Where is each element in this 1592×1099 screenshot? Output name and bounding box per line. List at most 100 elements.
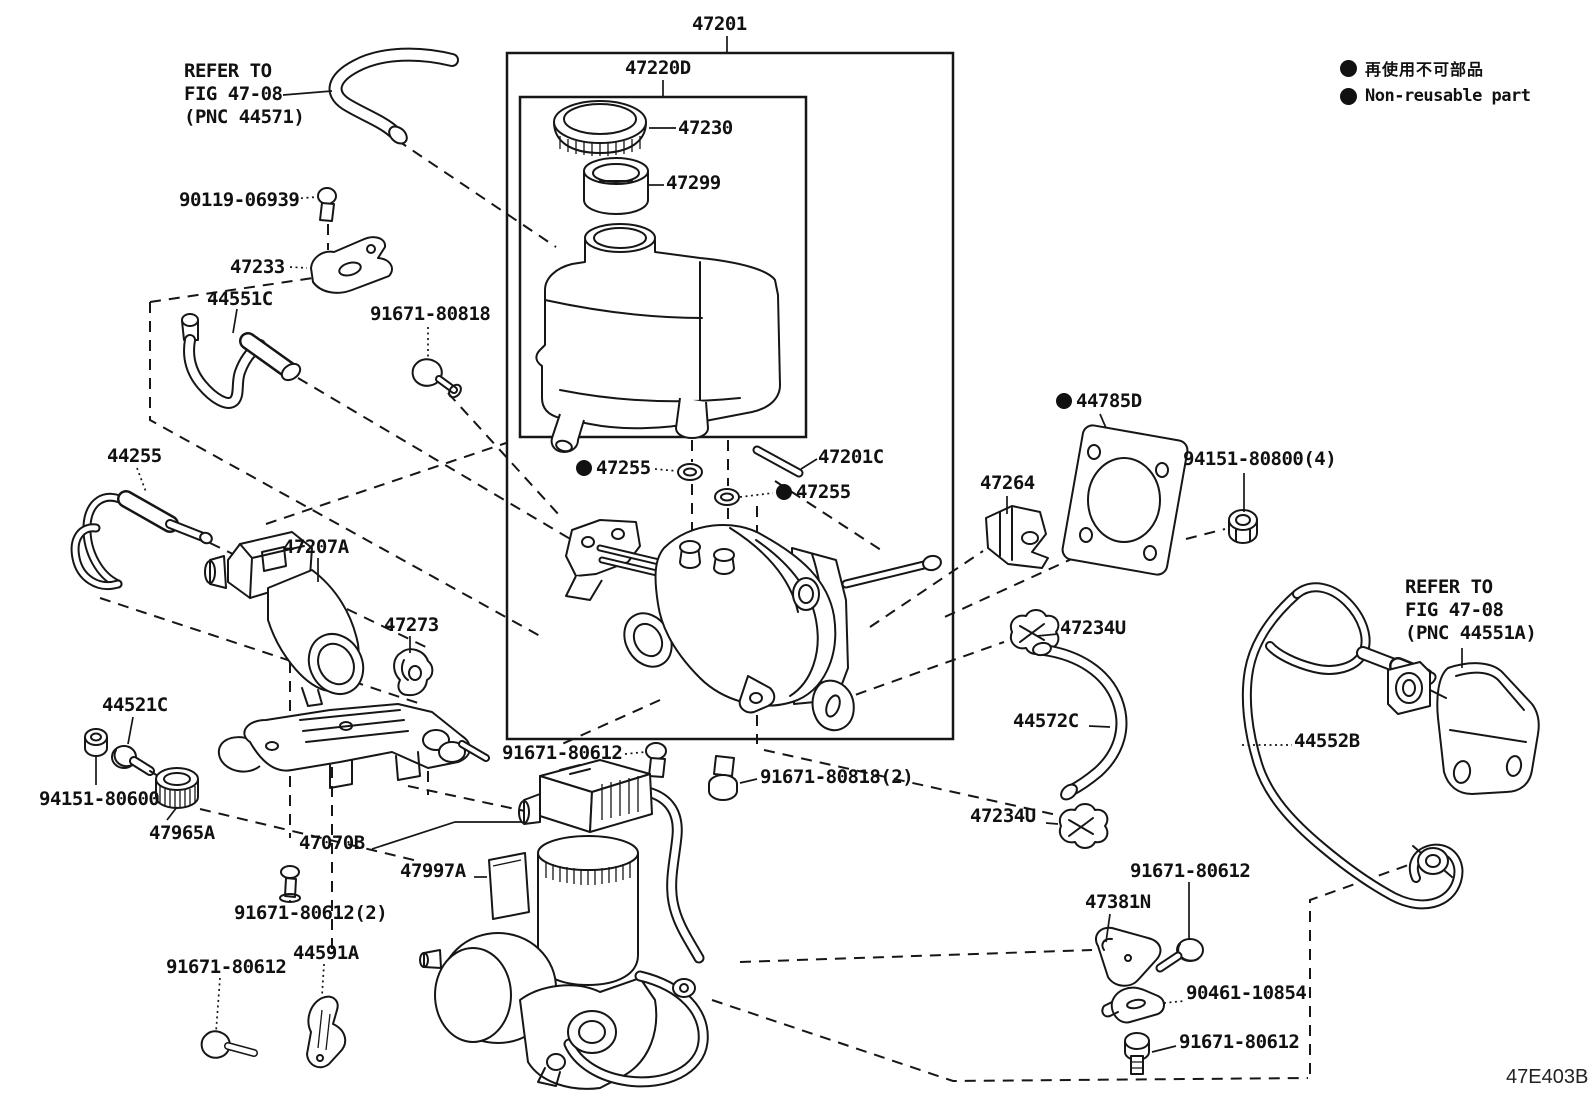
reservoir-cap-47230 <box>553 100 676 156</box>
diagram-code: 47E403B <box>1506 1066 1589 1088</box>
reservoir-ring-47299 <box>583 157 664 215</box>
harness-44255 <box>70 467 213 590</box>
gasket-44785d <box>1061 413 1189 576</box>
part-number-text: 47070B <box>299 832 365 854</box>
part-label-91671-80818-2[interactable]: 91671-80818(2) <box>760 766 914 788</box>
part-label-47207a[interactable]: 47207A <box>283 536 349 558</box>
part-number-text: 47201 <box>692 13 747 35</box>
part-label-44591a[interactable]: 44591A <box>293 942 359 964</box>
part-number-text: 47233 <box>230 256 285 278</box>
part-label-47255-l[interactable]: 47255 <box>576 457 651 479</box>
part-number-text: 47273 <box>384 614 439 636</box>
part-number-text: 47230 <box>678 117 733 139</box>
bracket-47233 <box>289 236 393 294</box>
part-number-text: 44521C <box>102 694 168 716</box>
part-number-text: 90119-06939 <box>179 189 300 211</box>
bolt-91671-80612-r <box>1155 882 1204 973</box>
part-label-47255-r[interactable]: 47255 <box>776 481 851 503</box>
legend-row-en: Non-reusable part <box>1340 86 1531 106</box>
part-label-91671-80612-2[interactable]: 91671-80612(2) <box>234 902 388 924</box>
part-label-44551c[interactable]: 44551C <box>207 288 273 310</box>
pin-47201c <box>752 445 818 478</box>
part-label-91671-80612-m[interactable]: 91671-80612 <box>502 742 623 764</box>
non-reusable-dot-icon <box>776 484 792 500</box>
part-label-44521c[interactable]: 44521C <box>102 694 168 716</box>
clip-44591a <box>306 963 347 1069</box>
pump-assembly-47070b <box>371 759 709 1090</box>
part-label-47201[interactable]: 47201 <box>692 13 747 35</box>
part-number-text: 47997A <box>400 860 466 882</box>
part-number-text: 91671-80612 <box>502 742 623 764</box>
nut-94151-80600 <box>84 728 108 785</box>
part-number-text: 47207A <box>283 536 349 558</box>
mount-bracket-assembly <box>217 703 490 789</box>
part-label-94151-80800-4[interactable]: 94151-80800(4) <box>1183 448 1337 470</box>
actuator-47207a <box>204 531 365 707</box>
part-number-text: 44551C <box>207 288 273 310</box>
part-label-44255[interactable]: 44255 <box>107 445 162 467</box>
part-label-47997a[interactable]: 47997A <box>400 860 466 882</box>
legend-text-jp: 再使用不可部品 <box>1365 60 1485 79</box>
bolt-44521c <box>111 716 159 777</box>
part-label-47264[interactable]: 47264 <box>980 472 1035 494</box>
part-label-90461-10854[interactable]: 90461-10854 <box>1186 982 1307 1004</box>
part-label-44552b[interactable]: 44552B <box>1294 730 1360 752</box>
part-label-91671-80818[interactable]: 91671-80818 <box>370 303 491 325</box>
bracket-47264 <box>985 496 1049 569</box>
non-reusable-dot-icon <box>1340 59 1357 77</box>
clamp-47273 <box>393 636 434 697</box>
part-label-47220d[interactable]: 47220D <box>625 57 691 79</box>
non-reusable-dot-icon <box>1340 87 1357 105</box>
part-label-44785d[interactable]: 44785D <box>1056 390 1142 412</box>
part-number-text: 91671-80612 <box>1130 860 1251 882</box>
part-label-47273[interactable]: 47273 <box>384 614 439 636</box>
non-reusable-dot-icon <box>576 460 592 476</box>
part-label-47233[interactable]: 47233 <box>230 256 285 278</box>
bolt-91671-80818-2 <box>708 755 758 801</box>
part-label-44572c[interactable]: 44572C <box>1013 710 1079 732</box>
part-label-47234u-up[interactable]: 47234U <box>1060 617 1126 639</box>
part-label-47201c[interactable]: 47201C <box>818 446 884 468</box>
construction-lines <box>99 139 1415 1083</box>
part-label-47299[interactable]: 47299 <box>666 172 721 194</box>
part-number-text: 47965A <box>149 822 215 844</box>
grommet-47255-right <box>714 488 774 506</box>
part-number-text: 94151-80800(4) <box>1183 448 1337 470</box>
bolt-91671-80612-bl <box>200 977 258 1059</box>
damper-47381n <box>1094 913 1162 987</box>
bracket-ref-44551a <box>1387 648 1540 795</box>
part-label-47965a[interactable]: 47965A <box>149 822 215 844</box>
part-number-text: 94151-80600 <box>39 788 160 810</box>
bolt-91671-80612-mid <box>624 742 667 778</box>
assembly-box-47201 <box>505 36 955 741</box>
bolt-90119-06939 <box>289 187 337 222</box>
legend: 再使用不可部品 Non-reusable part <box>1340 56 1531 106</box>
cap-47965a <box>155 767 199 821</box>
part-label-47070b[interactable]: 47070B <box>299 832 365 854</box>
part-label-90119-06939[interactable]: 90119-06939 <box>179 189 300 211</box>
leader-47234u-lower <box>1045 822 1059 825</box>
part-label-91671-80612-r[interactable]: 91671-80612 <box>1130 860 1251 882</box>
part-label-47381n[interactable]: 47381N <box>1085 891 1151 913</box>
part-number-text: 44591A <box>293 942 359 964</box>
part-label-47234u-low[interactable]: 47234U <box>970 805 1036 827</box>
part-label-47230[interactable]: 47230 <box>678 117 733 139</box>
part-number-text: 91671-80612 <box>1179 1031 1300 1053</box>
bolt-91671-80612-2 <box>279 865 301 903</box>
part-label-94151-80600[interactable]: 94151-80600 <box>39 788 160 810</box>
part-number-text: 47234U <box>1060 617 1126 639</box>
legend-row-jp: 再使用不可部品 <box>1340 56 1531 80</box>
part-number-text: 47201C <box>818 446 884 468</box>
bolt-91671-80612-br <box>1124 1032 1177 1075</box>
part-number-text: 90461-10854 <box>1186 982 1307 1004</box>
grommet-47255-left <box>654 463 703 481</box>
part-number-text: 47264 <box>980 472 1035 494</box>
hose-ref-44571 <box>282 47 459 145</box>
part-label-91671-80612-br[interactable]: 91671-80612 <box>1179 1031 1300 1053</box>
part-number-text: 47381N <box>1085 891 1151 913</box>
part-label-91671-80612-bl[interactable]: 91671-80612 <box>166 956 287 978</box>
